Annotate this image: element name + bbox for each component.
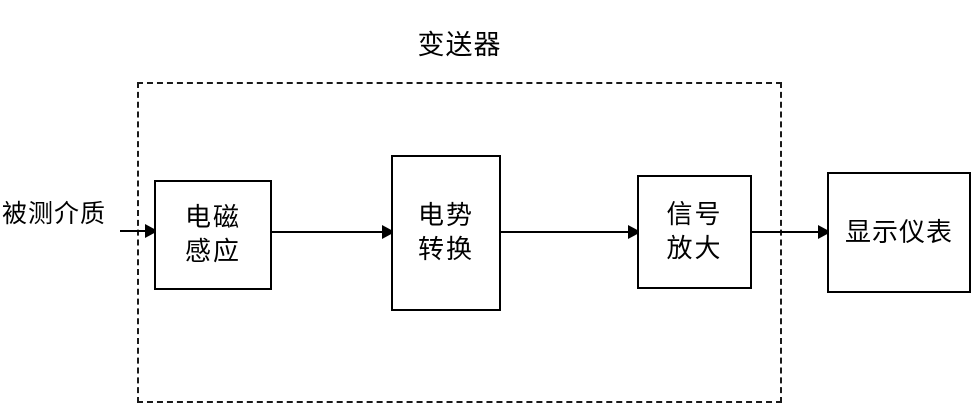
block-electromagnetic-induction: 电磁 感应: [154, 180, 272, 290]
transmitter-boundary: [137, 82, 782, 403]
input-label-measured-medium: 被测介质: [2, 201, 107, 228]
block-label-line: 感应: [184, 237, 241, 266]
arrow-potential-to-amplify: [501, 231, 639, 233]
block-label-line: 电势: [417, 201, 474, 230]
block-label-line: 转换: [417, 235, 474, 264]
block-label-line: 显示仪表: [844, 217, 953, 247]
block-signal-amplification: 信号 放大: [637, 175, 752, 289]
block-potential-conversion: 电势 转换: [391, 155, 501, 311]
block-label-line: 放大: [666, 234, 723, 263]
arrow-amplify-to-display: [752, 231, 829, 233]
block-label-line: 电磁: [184, 203, 241, 232]
enclosure-title: 变送器: [417, 30, 502, 60]
arrow-induction-to-potential: [272, 231, 393, 233]
block-label-line: 信号: [666, 200, 723, 229]
block-display-instrument: 显示仪表: [827, 172, 971, 293]
arrow-medium-to-induction: [120, 230, 156, 232]
